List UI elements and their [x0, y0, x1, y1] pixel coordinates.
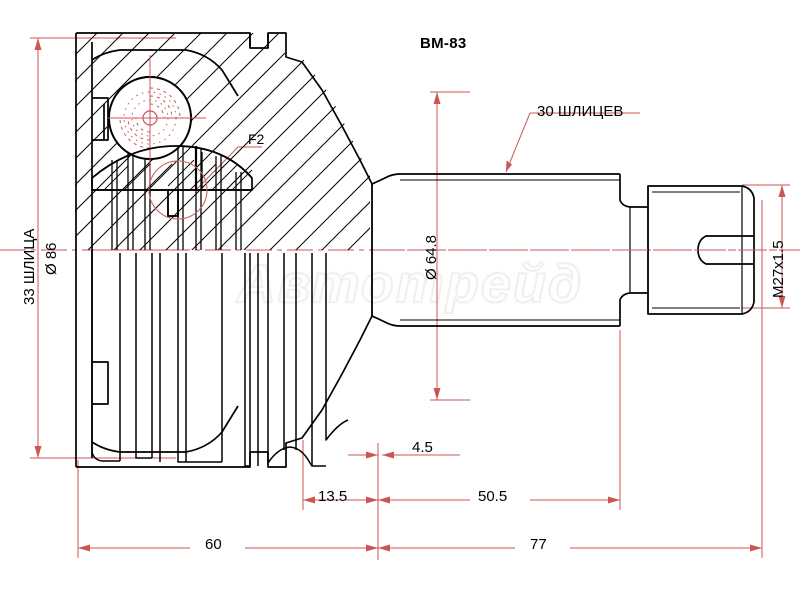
- dim-value-shoulder-length: 13.5: [318, 488, 348, 505]
- label-detail-f2: F2: [248, 131, 265, 147]
- svg-text:Автотрейд: Автотрейд: [235, 254, 584, 314]
- shaft-main-top: [371, 173, 620, 185]
- ball-crosshair-overlay: [108, 55, 206, 185]
- label-outer-diameter: Ø 86: [43, 242, 60, 275]
- dim-4-5: [348, 443, 460, 466]
- watermark: Автотрейд: [234, 253, 584, 315]
- dimension-lines: [0, 37, 800, 560]
- label-outer-splines: 33 ШЛИЦА: [21, 228, 38, 305]
- leader-30-splines: [505, 112, 640, 173]
- label-thread: M27x1.5: [770, 240, 787, 298]
- dim-value-joint-length: 60: [205, 536, 222, 553]
- dim-13-5: [303, 496, 378, 504]
- dim-value-shaft-length: 50.5: [478, 488, 508, 505]
- dim-value-stem-length: 77: [530, 536, 547, 553]
- page-title: BM-83: [420, 35, 467, 52]
- detail-circle-f2-overlay: [148, 160, 208, 220]
- dim-50-5: [378, 496, 620, 504]
- shaft-main-bot: [371, 315, 620, 327]
- inner-race-hatch: [103, 159, 253, 191]
- inner-race-overlay: [91, 145, 253, 217]
- part-outline: [75, 32, 755, 468]
- threaded-end: [647, 185, 755, 315]
- dim-60: [78, 544, 378, 552]
- label-inner-splines: 30 ШЛИЦЕВ: [537, 103, 624, 120]
- leader-f2: [195, 146, 262, 191]
- dim-value-groove-width: 4.5: [412, 439, 433, 456]
- dim-77: [378, 544, 762, 552]
- boot-ribs: [91, 250, 349, 467]
- label-shaft-diameter: Ø 64.8: [423, 234, 440, 280]
